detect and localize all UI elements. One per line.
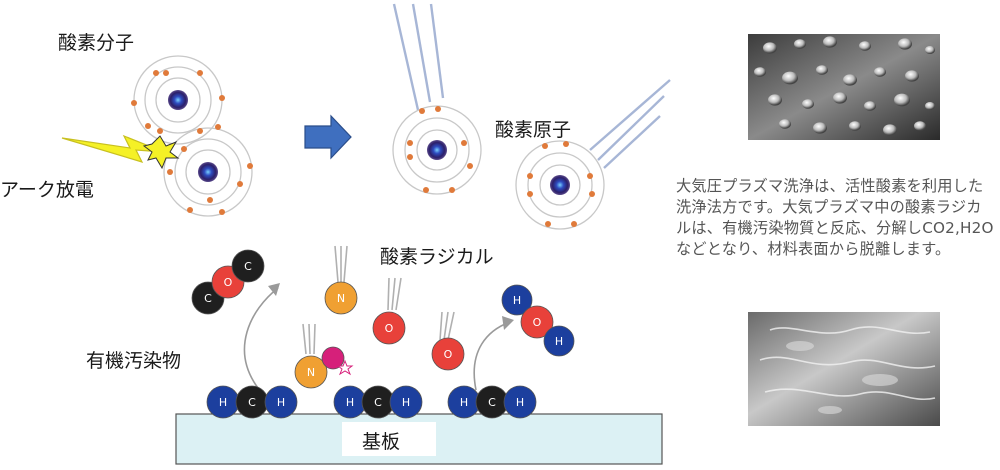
atom-letter: C: [248, 396, 256, 409]
nucleus: [550, 175, 570, 195]
atom-letter: H: [277, 396, 285, 409]
right-arrow-icon: [304, 114, 352, 160]
atom-letter: H: [460, 396, 468, 409]
oxygen-radical-label: 酸素ラジカル: [380, 246, 494, 268]
atom-letter: H: [346, 396, 354, 409]
droplet: [823, 36, 837, 48]
oxygen-atom-shell: [133, 55, 223, 145]
atom-letter: C: [244, 260, 252, 273]
droplet: [894, 93, 910, 107]
oxygen-atom-shell: [163, 127, 253, 217]
atom-letter: O: [533, 316, 542, 329]
impact-streaks: [392, 3, 671, 169]
droplet: [898, 38, 912, 50]
oxygen-molecule: [131, 55, 253, 217]
droplet: [843, 74, 857, 86]
atom-letter: H: [513, 294, 521, 307]
droplet: [833, 92, 847, 104]
atom-letter: N: [337, 292, 345, 305]
lightning-icon: [61, 134, 180, 170]
droplet: [813, 122, 827, 134]
atom-letter: H: [555, 335, 563, 348]
droplet: [782, 71, 798, 85]
atom-letter: C: [204, 292, 212, 305]
nucleus: [168, 90, 188, 110]
droplet: [816, 65, 828, 75]
droplet: [905, 70, 919, 82]
atom-letter: H: [402, 396, 410, 409]
droplet: [925, 46, 935, 54]
carbon-atom: C: [475, 385, 509, 419]
atom-letter: C: [374, 396, 382, 409]
organic-contaminant-label: 有機汚染物: [86, 350, 182, 372]
droplet: [874, 67, 886, 77]
arrow-heads: [268, 283, 514, 330]
droplet: [925, 102, 935, 110]
droplet: [794, 39, 806, 49]
atom-letter: H: [516, 396, 524, 409]
carbon-atom: C: [361, 385, 395, 419]
hydrogen-atom: H: [389, 385, 423, 419]
droplet: [768, 94, 782, 106]
hydrogen-atom: H: [447, 385, 481, 419]
hydrogen-atom: H: [264, 385, 298, 419]
oxygen-atom-label: 酸素原子: [495, 119, 572, 141]
oxygen-atom-ball: O: [372, 311, 406, 345]
nucleus: [198, 162, 218, 182]
droplet: [859, 41, 871, 51]
oxygen-atom: [515, 140, 605, 230]
droplet: [849, 121, 861, 131]
atom-letter: O: [224, 276, 233, 289]
droplet: [864, 101, 876, 111]
hydrogen-atom: H: [501, 284, 533, 316]
droplet: [802, 99, 814, 109]
droplet-photo-icon: [748, 34, 940, 140]
hydrogen-atom: H: [206, 385, 240, 419]
droplet: [754, 67, 766, 77]
droplet: [763, 42, 777, 54]
hydrogen-atom: H: [333, 385, 367, 419]
wetted-surface-photo: [748, 312, 940, 426]
arc-discharge-label: アーク放電: [0, 179, 94, 201]
carbon-atom: C: [231, 249, 265, 283]
atom-letter: O: [385, 322, 394, 335]
substrate-label: 基板: [362, 431, 401, 453]
oxygen-molecule-label: 酸素分子: [58, 32, 135, 54]
nucleus: [427, 140, 447, 160]
atom-letter: H: [219, 396, 227, 409]
radical-atom: [321, 346, 345, 370]
oxygen-atom-ball: O: [431, 337, 465, 371]
atom-letter: C: [488, 396, 496, 409]
atom-letter: N: [307, 366, 315, 379]
substrate-label-box: [342, 422, 436, 456]
hydrogen-atom: H: [503, 385, 537, 419]
hydrogen-atom: H: [543, 325, 575, 357]
oxygen-atom-ball: O: [520, 305, 554, 339]
droplet: [914, 121, 926, 131]
nitrogen-atom: N: [324, 281, 358, 315]
droplet: [779, 119, 791, 129]
description-text: 大気圧プラズマ洗浄は、活性酸素を利用した洗浄法方です。大気プラズマ中の酸素ラジカ…: [676, 177, 994, 258]
atom-letter: O: [444, 348, 453, 361]
carbon-atom: C: [235, 385, 269, 419]
oxygen-atom: [392, 105, 482, 195]
radical-star-icon: [336, 359, 354, 376]
nitrogen-atom: N: [294, 355, 328, 389]
electrons: [131, 70, 253, 215]
droplet: [883, 124, 897, 136]
radical-streaks: [302, 245, 455, 355]
